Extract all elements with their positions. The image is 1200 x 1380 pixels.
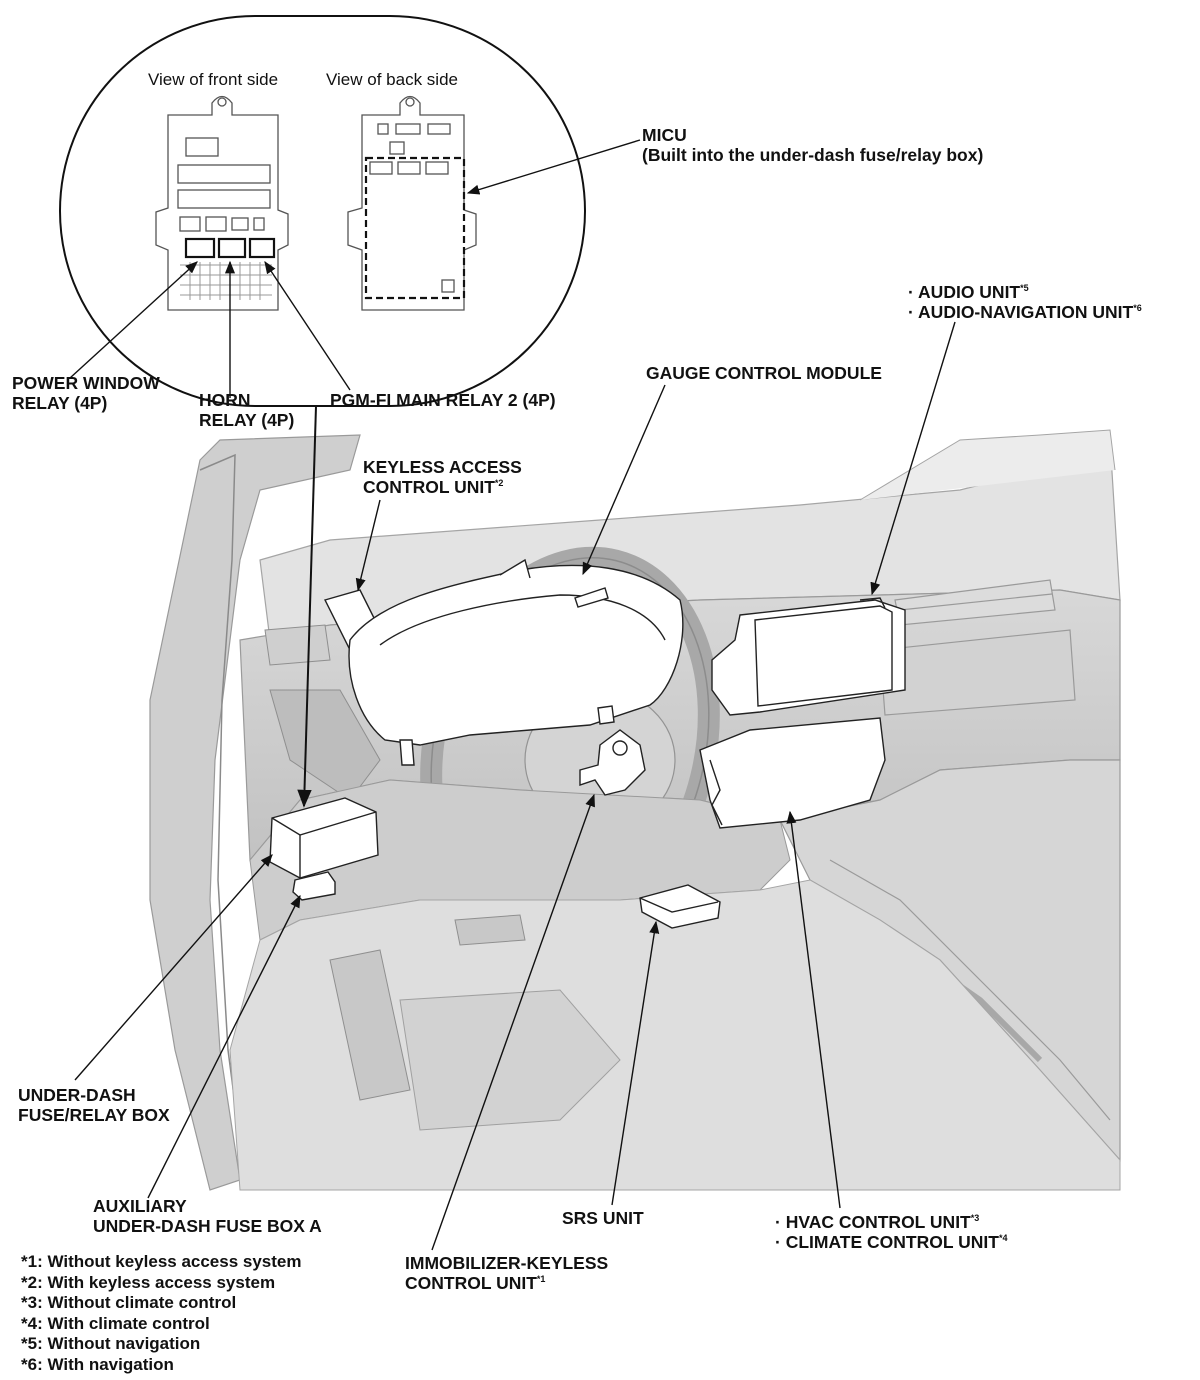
immobilizer-keyless-unit-shape — [579, 729, 646, 796]
keyless-label-line1: KEYLESS ACCESS — [363, 457, 522, 477]
footnote-2: *2: With keyless access system — [21, 1272, 276, 1292]
footnotes: *1: Without keyless access system *2: Wi… — [21, 1252, 302, 1375]
back-view-caption: View of back side — [326, 70, 458, 89]
aux-label-line1: AUXILIARY — [93, 1196, 187, 1216]
leader-keyless — [355, 499, 381, 592]
power-window-relay-label: POWER WINDOW RELAY (4P) — [12, 373, 160, 413]
immobilizer-label-line2: CONTROL UNIT*1 — [405, 1273, 546, 1293]
gauge-control-module-label: GAUGE CONTROL MODULE — [646, 363, 882, 383]
horn-relay-label: HORN RELAY (4P) — [199, 390, 294, 430]
under-dash-fuse-relay-box-label: UNDER-DASH FUSE/RELAY BOX — [18, 1085, 170, 1125]
under-dash-label-line1: UNDER-DASH — [18, 1085, 136, 1105]
climate-control-unit-line: · CLIMATE CONTROL UNIT*4 — [775, 1232, 1008, 1252]
keyless-access-control-unit-label: KEYLESS ACCESS CONTROL UNIT*2 — [363, 457, 522, 497]
micu-label-line1: MICU — [642, 125, 687, 145]
leader-power-window-relay — [69, 261, 198, 379]
leader-gauge — [582, 384, 666, 576]
leader-lines — [69, 139, 956, 1251]
vehicle-interior-illustration — [149, 429, 1121, 1191]
audio-unit-label-line1: · AUDIO UNIT*5 — [908, 282, 1029, 302]
footnote-5: *5: Without navigation — [21, 1334, 201, 1353]
fuse-box-inset — [59, 15, 586, 407]
under-dash-label-line2: FUSE/RELAY BOX — [18, 1105, 170, 1125]
pgm-fi-main-relay-label: PGM-FI MAIN RELAY 2 (4P) — [330, 390, 556, 410]
front-view-fuse-box — [155, 95, 289, 311]
leader-audio — [870, 321, 956, 596]
leader-srs — [611, 920, 660, 1206]
hvac-control-unit-line: · HVAC CONTROL UNIT*3 — [775, 1212, 980, 1232]
leader-micu — [466, 139, 641, 195]
footnote-6: *6: With navigation — [21, 1354, 174, 1374]
footnote-3: *3: Without climate control — [21, 1293, 237, 1312]
front-view-caption: View of front side — [148, 70, 279, 89]
srs-unit-shape — [639, 884, 721, 929]
immobilizer-label-line1: IMMOBILIZER-KEYLESS — [405, 1253, 609, 1273]
hvac-climate-control-label: · HVAC CONTROL UNIT*3 · CLIMATE CONTROL … — [775, 1212, 1007, 1252]
micu-label: MICU (Built into the under-dash fuse/rel… — [642, 125, 983, 165]
under-dash-fuse-relay-box-shape — [269, 797, 379, 879]
hvac-control-unit-shape — [699, 717, 886, 829]
back-view-fuse-box — [347, 95, 477, 311]
horn-relay-line1: HORN — [199, 390, 251, 410]
audio-navigation-unit-label-line2: · AUDIO-NAVIGATION UNIT*6 — [908, 302, 1142, 322]
leader-pgmfi-relay — [264, 260, 351, 391]
srs-unit-label: SRS UNIT — [562, 1208, 644, 1228]
leader-immobilizer — [431, 793, 595, 1251]
aux-label-line2: UNDER-DASH FUSE BOX A — [93, 1216, 322, 1236]
gauge-control-module-shape — [348, 558, 684, 766]
footnote-4: *4: With climate control — [21, 1313, 210, 1333]
power-window-relay-line1: POWER WINDOW — [12, 373, 160, 393]
audio-unit-label: · AUDIO UNIT*5 · AUDIO-NAVIGATION UNIT*6 — [908, 282, 1142, 322]
highlighted-components — [269, 558, 906, 929]
relay-slots-highlighted — [184, 237, 276, 259]
leader-inset-to-box — [297, 405, 317, 808]
auxiliary-fuse-box-shape — [292, 871, 336, 901]
leader-hvac — [786, 810, 841, 1209]
audio-unit-shape — [711, 597, 906, 716]
micu-label-line2: (Built into the under-dash fuse/relay bo… — [642, 145, 984, 165]
leader-underdash-box — [74, 854, 273, 1081]
horn-relay-line2: RELAY (4P) — [199, 410, 295, 430]
leader-aux-fuse-box — [147, 894, 301, 1199]
immobilizer-keyless-control-unit-label: IMMOBILIZER-KEYLESS CONTROL UNIT*1 — [405, 1253, 608, 1293]
auxiliary-under-dash-fuse-box-label: AUXILIARY UNDER-DASH FUSE BOX A — [93, 1196, 322, 1236]
keyless-label-line2: CONTROL UNIT*2 — [363, 477, 504, 497]
power-window-relay-line2: RELAY (4P) — [12, 393, 108, 413]
footnote-1: *1: Without keyless access system — [21, 1252, 302, 1271]
